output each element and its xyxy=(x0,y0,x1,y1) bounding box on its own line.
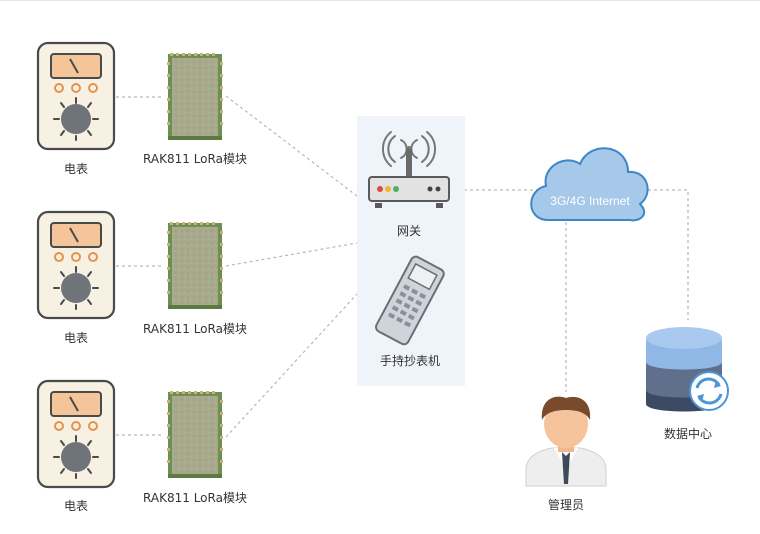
meter-icon xyxy=(36,379,116,489)
handheld-reader-icon xyxy=(375,255,445,346)
gateway-label: 网关 xyxy=(396,224,421,238)
internet-cloud-icon xyxy=(530,147,649,222)
link-module2-gateway xyxy=(225,242,358,267)
meter-icon xyxy=(36,41,116,151)
meter-icon xyxy=(36,210,116,320)
cloud-label: 3G/4G Internet xyxy=(550,194,630,208)
link-module1-gateway xyxy=(225,95,358,197)
lora-module-icon xyxy=(167,391,223,478)
datacenter-label: 数据中心 xyxy=(663,427,712,441)
meter-label: 电表 xyxy=(63,331,88,345)
datacenter-database-icon xyxy=(646,327,729,412)
handheld-label: 手持抄表机 xyxy=(379,354,440,368)
lora-module-icon xyxy=(167,53,223,140)
module-label: RAK811 LoRa模块 xyxy=(143,491,247,505)
link-cloud-datacenter xyxy=(642,189,689,320)
connector-lines xyxy=(116,95,689,438)
manager-label: 管理员 xyxy=(547,498,584,512)
module-label: RAK811 LoRa模块 xyxy=(143,322,247,336)
manager-avatar-icon xyxy=(525,396,607,487)
top-divider xyxy=(0,0,760,1)
meter-label: 电表 xyxy=(63,162,88,176)
gateway-router-icon xyxy=(368,131,450,208)
meter-label: 电表 xyxy=(63,499,88,513)
module-label: RAK811 LoRa模块 xyxy=(143,152,247,166)
lora-module-icon xyxy=(167,222,223,309)
link-module3-handheld xyxy=(225,293,358,438)
